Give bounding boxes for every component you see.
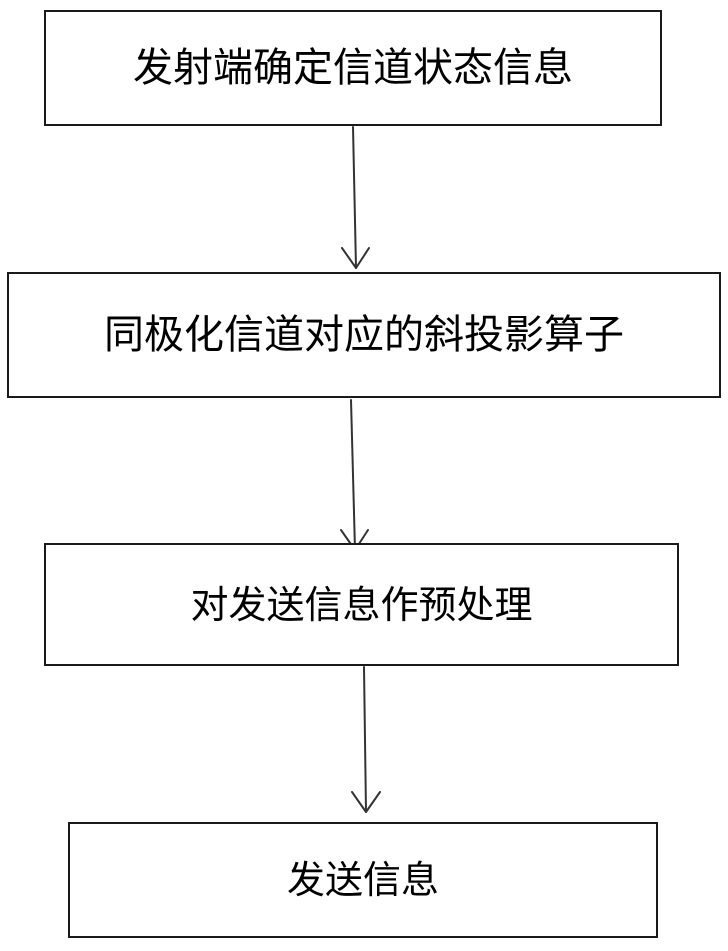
flow-step-label: 对发送信息作预处理 bbox=[190, 582, 533, 627]
flow-step-send-information: 发送信息 bbox=[68, 822, 658, 938]
flow-step-oblique-projection-operator: 同极化信道对应的斜投影算子 bbox=[7, 272, 721, 398]
arrow-step2-to-step3 bbox=[340, 399, 369, 551]
flow-step-precoding: 对发送信息作预处理 bbox=[44, 543, 679, 666]
flow-step-label: 发射端确定信道状态信息 bbox=[133, 45, 573, 91]
arrow-step1-to-step2 bbox=[341, 126, 370, 269]
flow-step-label: 发送信息 bbox=[286, 858, 439, 902]
arrow-step3-to-step4 bbox=[351, 666, 381, 813]
flow-step-label: 同极化信道对应的斜投影算子 bbox=[104, 312, 624, 358]
flow-step-determine-csi: 发射端确定信道状态信息 bbox=[44, 10, 662, 126]
